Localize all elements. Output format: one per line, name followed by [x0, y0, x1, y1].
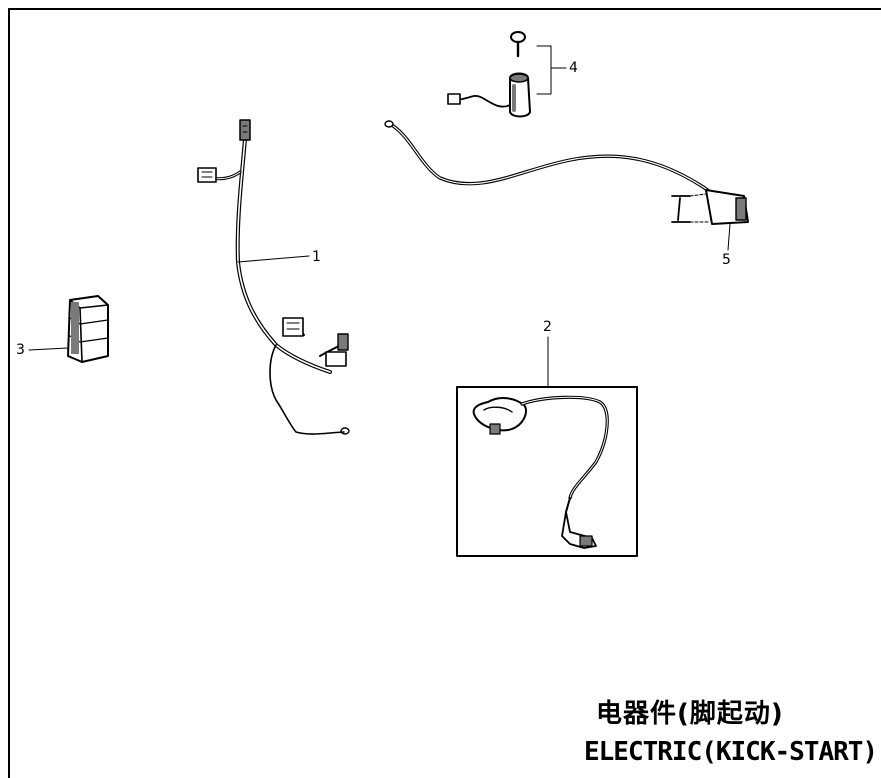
relay-part	[67, 295, 109, 363]
wire-harness	[197, 119, 350, 435]
callout-3: 3	[16, 342, 25, 358]
diagram-title-chinese: 电器件(脚起动)	[596, 699, 784, 729]
callout-2: 2	[543, 319, 552, 335]
callout-4: 4	[569, 60, 578, 76]
leader-lines	[28, 45, 731, 388]
diagram-title-english: ELECTRIC(KICK-START)	[584, 737, 878, 767]
ignition-switch-part	[447, 31, 531, 118]
part-2-box	[456, 386, 638, 557]
callout-1: 1	[312, 249, 321, 265]
callout-5: 5	[722, 252, 731, 268]
switch-cable-part	[384, 120, 749, 225]
diagram-frame	[8, 8, 881, 778]
